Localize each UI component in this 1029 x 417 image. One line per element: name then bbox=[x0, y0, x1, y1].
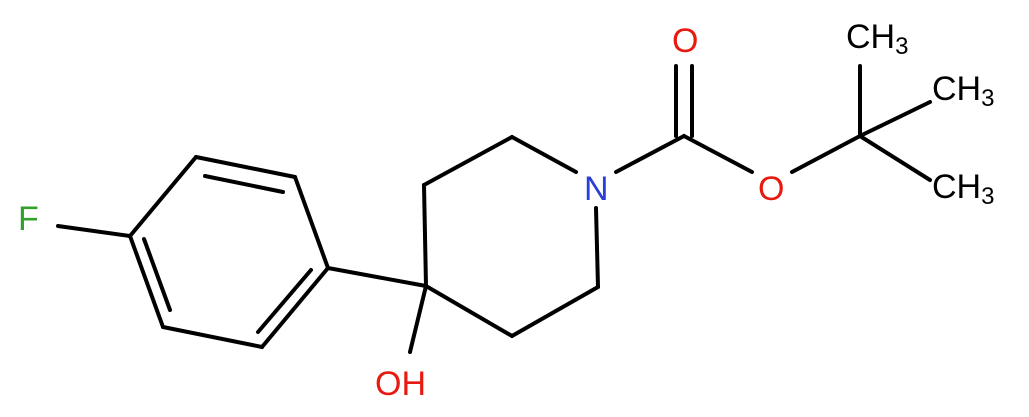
atom-methyl-3: CH3 bbox=[932, 168, 994, 210]
bond-ring-3 bbox=[293, 175, 330, 270]
bond-pip-5 bbox=[510, 285, 600, 338]
atom-ester-oxygen: O bbox=[758, 170, 784, 208]
bond-pip-4 bbox=[594, 206, 600, 289]
methyl-3-main: CH bbox=[932, 168, 981, 206]
atom-methyl-2: CH3 bbox=[932, 70, 994, 112]
atom-hydroxyl: OH bbox=[375, 365, 426, 403]
methyl-3-sub: 3 bbox=[981, 183, 994, 210]
atom-labels: F N O O OH CH3 CH3 CH3 bbox=[18, 18, 994, 403]
bond-ring-inner-2 bbox=[256, 268, 313, 334]
atom-methyl-1: CH3 bbox=[846, 18, 908, 60]
atom-nitrogen: N bbox=[584, 170, 609, 208]
bond-ring-4 bbox=[260, 266, 330, 349]
bond-oester-tbu bbox=[790, 134, 862, 174]
bond-tbu-me2 bbox=[858, 100, 932, 138]
bond-ring-1 bbox=[128, 155, 198, 238]
bond-pip-6 bbox=[424, 284, 514, 338]
bond-ring-2 bbox=[194, 155, 297, 179]
bond-ring-inner-1 bbox=[203, 174, 285, 194]
methyl-2-main: CH bbox=[932, 70, 981, 108]
methyl-1-sub: 3 bbox=[895, 33, 908, 60]
bond-aryl-c4 bbox=[326, 266, 428, 288]
bond-carbonyl-oester bbox=[682, 134, 754, 174]
bond-c4-oh bbox=[408, 284, 428, 354]
bond-ring-inner-3 bbox=[142, 237, 172, 312]
bond-f-c bbox=[56, 224, 132, 238]
atom-fluorine: F bbox=[18, 200, 39, 238]
bond-pip-1 bbox=[422, 183, 428, 288]
bond-tbu-me3 bbox=[858, 134, 932, 182]
methyl-2-sub: 3 bbox=[981, 85, 994, 112]
bond-pip-3 bbox=[510, 135, 578, 174]
methyl-1-main: CH bbox=[846, 18, 895, 56]
bond-ring-6 bbox=[128, 234, 165, 329]
bond-n-carbonyl bbox=[614, 134, 686, 174]
bond-pip-2 bbox=[422, 135, 514, 187]
bond-ring-5 bbox=[161, 325, 264, 349]
bonds bbox=[56, 64, 932, 354]
atom-carbonyl-oxygen: O bbox=[672, 22, 698, 60]
